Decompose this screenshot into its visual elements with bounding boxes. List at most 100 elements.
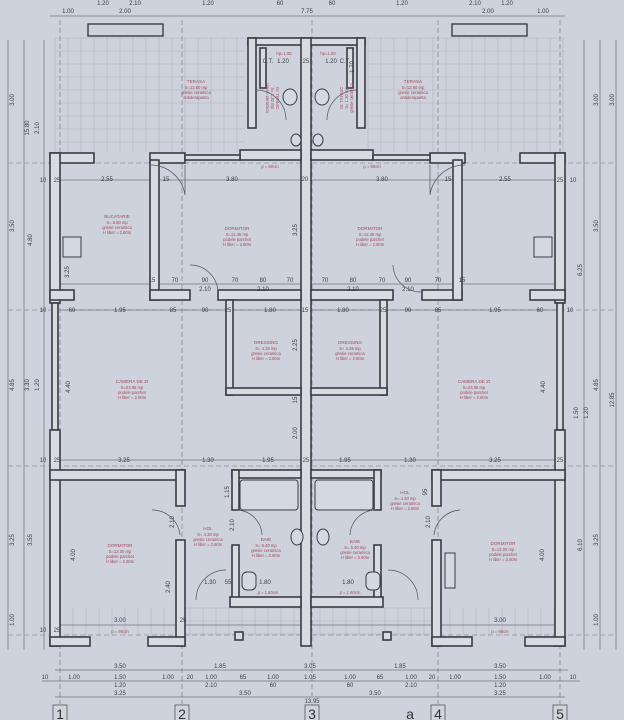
svg-text:1.50: 1.50 [494,675,506,681]
svg-text:3.80: 3.80 [376,177,388,183]
svg-text:gresie ceramica: gresie ceramica [390,501,420,506]
svg-text:1.20: 1.20 [114,683,126,689]
room-label-camera-de-zi-right: CAMERA DE ZI S=23.95 mp podele parchet H… [458,379,490,400]
svg-text:HOL: HOL [203,526,213,531]
svg-text:1.00: 1.00 [449,675,461,681]
svg-text:7.75: 7.75 [301,9,313,15]
svg-text:10: 10 [40,628,47,634]
svg-text:1.70: 1.70 [350,61,356,73]
room-label-wc-right: Gr. TEHNIC S= 1.30 mp gresie ceramica [339,83,354,113]
svg-text:hp=1.00: hp=1.00 [320,51,336,56]
svg-text:S=12.00 mp: S=12.00 mp [109,549,132,554]
svg-text:3.25: 3.25 [594,534,600,546]
svg-text:S=23.95 mp: S=23.95 mp [121,385,144,390]
svg-text:60: 60 [329,1,336,7]
svg-text:antiderapanta: antiderapanta [400,95,426,100]
svg-text:3.00: 3.00 [114,618,126,624]
svg-text:1.20: 1.20 [494,683,506,689]
svg-text:60: 60 [347,683,354,689]
svg-text:10: 10 [40,308,47,314]
svg-text:1.20: 1.20 [277,59,289,65]
svg-text:20: 20 [429,675,436,681]
svg-text:70: 70 [322,278,329,284]
svg-text:1.00: 1.00 [62,9,74,15]
svg-text:p = 1.60cm: p = 1.60cm [340,590,361,595]
toilet-wc-right-icon [314,88,330,106]
svg-text:DRESSING: DRESSING [254,340,278,345]
svg-text:25: 25 [180,618,187,624]
svg-text:10: 10 [570,178,577,184]
svg-text:1.20: 1.20 [396,1,408,7]
svg-text:S= 4.35 mp: S= 4.35 mp [255,346,277,351]
svg-text:6.25: 6.25 [578,264,584,276]
svg-text:15: 15 [149,278,156,284]
svg-text:podele parchet: podele parchet [118,390,147,395]
svg-text:S=12.35 mp: S=12.35 mp [226,232,249,237]
svg-text:20: 20 [187,675,194,681]
svg-text:2.10: 2.10 [199,287,211,293]
svg-text:2.55: 2.55 [101,177,113,183]
svg-text:TERASA: TERASA [404,79,423,84]
svg-text:3.50: 3.50 [369,691,381,697]
sink-bath-right-icon [316,528,330,546]
svg-text:3.05: 3.05 [304,664,316,670]
svg-text:2.10: 2.10 [426,516,432,528]
svg-text:4: 4 [434,706,442,720]
svg-text:2.10: 2.10 [230,519,236,531]
sink-wc-right-icon [312,133,324,147]
svg-text:60: 60 [277,1,284,7]
svg-text:DRESSING: DRESSING [338,340,362,345]
svg-text:p = 90cm: p = 90cm [363,164,381,169]
svg-text:BAIE: BAIE [350,539,360,544]
svg-text:H liber = 2.60m: H liber = 2.60m [341,555,370,560]
svg-text:3.25: 3.25 [118,458,130,464]
svg-text:C.T.: C.T. [263,59,274,65]
svg-text:1.80: 1.80 [342,580,354,586]
svg-text:65: 65 [240,675,247,681]
svg-text:S= 5.40 mp: S= 5.40 mp [344,545,366,550]
svg-text:DORMITOR: DORMITOR [358,226,384,231]
svg-text:1.20: 1.20 [325,59,337,65]
svg-text:S=13.60 mp: S=13.60 mp [185,85,208,90]
svg-text:1.20: 1.20 [501,1,513,7]
toilet-bath-left-icon [241,571,257,591]
svg-text:1.00: 1.00 [10,614,16,626]
svg-text:4.85: 4.85 [594,379,600,391]
svg-text:1.20: 1.20 [97,1,109,7]
svg-text:1.50: 1.50 [574,407,580,419]
svg-text:10: 10 [40,458,47,464]
room-label-wc-left: Gr. TEHNIC S= 1.30 mp gresie ceramica [265,83,280,113]
svg-text:70: 70 [379,278,386,284]
svg-text:p = 90cm: p = 90cm [491,629,509,634]
svg-text:2.10: 2.10 [170,516,176,528]
svg-text:H liber = 2.60m: H liber = 2.60m [106,559,135,564]
svg-text:S=23.95 mp: S=23.95 mp [463,385,486,390]
svg-text:podele parchet: podele parchet [489,552,518,557]
svg-text:H liber = 2.60m: H liber = 2.60m [356,242,385,247]
sink-bath-left-icon [290,528,304,546]
svg-text:DORMITOR: DORMITOR [491,541,517,546]
axis-markers: 1 2 3 a 4 5 [52,704,568,720]
svg-text:2.10: 2.10 [35,122,41,134]
svg-text:H liber = 2.60m: H liber = 2.60m [194,542,223,547]
svg-text:65: 65 [377,675,384,681]
svg-text:1.00: 1.00 [594,614,600,626]
svg-text:25: 25 [303,458,310,464]
svg-text:p = 1.60cm: p = 1.60cm [258,590,279,595]
svg-text:2.10: 2.10 [129,1,141,7]
svg-text:25: 25 [54,178,61,184]
svg-text:3.25: 3.25 [114,691,126,697]
svg-text:1.05: 1.05 [304,675,316,681]
svg-text:podele parchet: podele parchet [460,390,489,395]
svg-text:Gr. TEHNIC: Gr. TEHNIC [339,87,344,109]
svg-text:BAIE: BAIE [261,537,271,542]
svg-text:90: 90 [202,278,209,284]
bottom-dimensions: 3.50 1.85 3.05 1.85 3.50 10 1.00 1.50 1.… [42,664,577,705]
room-label-dormitor-top-left: DORMITOR S=12.35 mp podele parchet H lib… [223,226,252,247]
svg-text:2.10: 2.10 [469,1,481,7]
svg-text:25: 25 [225,308,232,314]
svg-text:H liber = 2.60m: H liber = 2.60m [391,506,420,511]
svg-text:85: 85 [435,308,442,314]
svg-text:3.50: 3.50 [114,664,126,670]
svg-text:4.00: 4.00 [71,549,77,561]
